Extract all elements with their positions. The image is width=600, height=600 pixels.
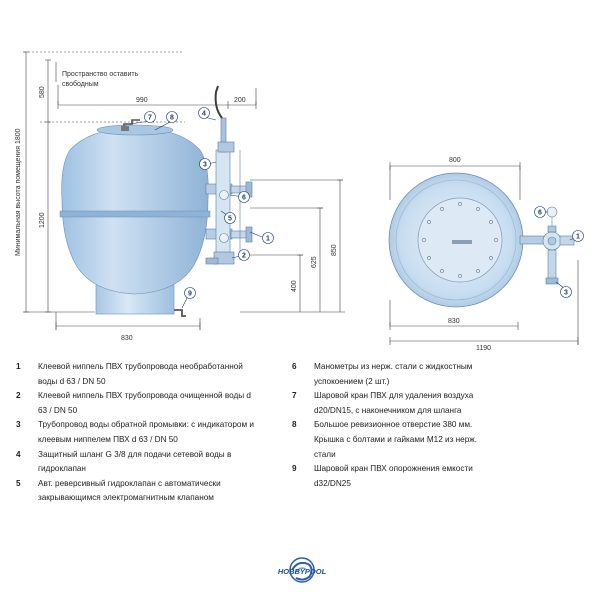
free-space-note-line2: свободным bbox=[62, 80, 99, 88]
svg-text:7: 7 bbox=[148, 115, 152, 122]
callout-4 bbox=[198, 107, 210, 119]
legend-left: 1 Клеевой ниппель ПВХ трубопровода необра… bbox=[16, 360, 261, 506]
tank-inner-ring bbox=[395, 179, 517, 301]
legend-text: Большое ревизионное отверстие 380 мм. Кр… bbox=[314, 420, 478, 459]
legend-number: 2 bbox=[16, 391, 21, 401]
free-space-note-line1: Пространство оставить bbox=[62, 71, 139, 78]
cover-handle bbox=[452, 240, 472, 244]
dim-200: 200 bbox=[234, 97, 246, 104]
callout-8 bbox=[166, 111, 178, 123]
legend-right: 6 Манометры из нерж. стали с жидкостным у… bbox=[292, 360, 492, 491]
legend-item-5: 5 Авт. реверсивный гидроклапан с автомати… bbox=[16, 477, 261, 506]
legend-number: 5 bbox=[16, 478, 21, 488]
legend-text: Манометры из нерж. стали с жидкостным ус… bbox=[314, 362, 473, 386]
dim-1200: 1200 bbox=[39, 212, 46, 228]
dim-850: 850 bbox=[331, 244, 338, 256]
drain-valve bbox=[174, 309, 186, 317]
callout-7 bbox=[144, 111, 156, 123]
dim-800: 800 bbox=[449, 157, 461, 164]
legend-number: 9 bbox=[292, 464, 297, 474]
dim-990: 990 bbox=[136, 97, 148, 104]
dim-625: 625 bbox=[311, 256, 318, 268]
dim-1190: 1190 bbox=[476, 345, 491, 352]
legend-item-8: 8 Большое ревизионное отверстие 380 мм. К… bbox=[292, 418, 492, 462]
legend-number: 6 bbox=[292, 362, 297, 371]
top-view-dimensions bbox=[389, 162, 579, 345]
callout-6-side bbox=[238, 191, 250, 203]
legend-number: 3 bbox=[16, 420, 21, 430]
legend-text: Шаровой кран ПВХ для удаления воздуха d2… bbox=[314, 391, 474, 415]
legend-number: 8 bbox=[292, 420, 297, 430]
svg-text:2: 2 bbox=[242, 253, 246, 260]
callout-1 bbox=[262, 232, 274, 244]
drawing-area: Минимальная высота помещения 1800 580 12… bbox=[15, 51, 584, 352]
legend-item-1: 1 Клеевой ниппель ПВХ трубопровода необра… bbox=[16, 360, 261, 389]
legend-item-2: 2 Клеевой ниппель ПВХ трубопровода очищен… bbox=[16, 389, 261, 418]
svg-text:8: 8 bbox=[170, 115, 174, 122]
legend-item-9: 9 Шаровой кран ПВХ опорожнения емкости d3… bbox=[292, 462, 492, 491]
callout-5 bbox=[224, 212, 236, 224]
legend-number: 1 bbox=[16, 362, 21, 371]
side-callout-numbers: 7 8 4 3 5 6 2 1 9 bbox=[148, 111, 270, 298]
legend-item-3: 3 Трубопровод воды обратной промывки: с и… bbox=[16, 418, 261, 447]
legend-text: Клеевой ниппель ПВХ трубопровода необраб… bbox=[38, 362, 243, 386]
svg-text:1: 1 bbox=[266, 236, 270, 243]
legend-text: Трубопровод воды обратной промывки: с ин… bbox=[38, 420, 254, 444]
dim-400: 400 bbox=[291, 280, 298, 292]
legend-text: Авт. реверсивный гидроклапан с автоматич… bbox=[38, 478, 221, 503]
top-callout-numbers: 1 3 6 bbox=[538, 210, 580, 297]
callout-3-top bbox=[560, 286, 572, 298]
callout-1-top bbox=[572, 230, 584, 242]
tank-band bbox=[59, 210, 211, 218]
valve-block-side bbox=[205, 85, 253, 265]
svg-text:6: 6 bbox=[242, 195, 246, 202]
dim-830-left: 830 bbox=[121, 335, 133, 342]
callout-2 bbox=[238, 249, 250, 261]
svg-text:6: 6 bbox=[538, 210, 542, 217]
side-view-callouts bbox=[129, 107, 274, 309]
top-view-valve bbox=[519, 206, 575, 285]
callout-3-side bbox=[199, 158, 211, 170]
legend-item-6: 6 Манометры из нерж. стали с жидкостным у… bbox=[292, 360, 492, 389]
legend-text: Шаровой кран ПВХ опорожнения емкости d32… bbox=[314, 464, 473, 488]
dim-min-room-height: Минимальная высота помещения 1800 bbox=[15, 128, 22, 256]
legend-text: Клеевой ниппель ПВХ трубопровода очищенн… bbox=[38, 391, 251, 415]
svg-text:3: 3 bbox=[203, 162, 207, 169]
callout-6-top bbox=[534, 206, 546, 218]
callout-9 bbox=[184, 287, 196, 299]
filter-tank-side bbox=[59, 119, 211, 317]
svg-text:3: 3 bbox=[564, 290, 568, 297]
svg-text:5: 5 bbox=[228, 216, 232, 223]
svg-text:4: 4 bbox=[202, 111, 206, 118]
legend-item-4: 4 Защитный шланг G 3/8 для подачи сетевой… bbox=[16, 448, 261, 477]
logo-text: HOBBYPOOL bbox=[278, 567, 327, 576]
legend-number: 4 bbox=[16, 449, 21, 459]
svg-text:9: 9 bbox=[188, 291, 192, 298]
top-view-callouts bbox=[534, 206, 584, 298]
side-view-dimensions bbox=[23, 51, 345, 330]
hobbypool-logo: HOBBYPOOL bbox=[278, 557, 327, 583]
cover-bolts bbox=[422, 202, 498, 278]
dim-580: 580 bbox=[39, 86, 46, 98]
filter-tank-top bbox=[388, 172, 524, 308]
dim-830-right: 830 bbox=[448, 318, 460, 325]
legend-number: 7 bbox=[292, 391, 297, 401]
tank-top-cap bbox=[96, 124, 174, 136]
svg-text:1: 1 bbox=[576, 234, 580, 241]
legend-item-7: 7 Шаровой кран ПВХ для удаления воздуха d… bbox=[292, 389, 492, 418]
legend-text: Защитный шланг G 3/8 для подачи сетевой … bbox=[38, 449, 232, 474]
